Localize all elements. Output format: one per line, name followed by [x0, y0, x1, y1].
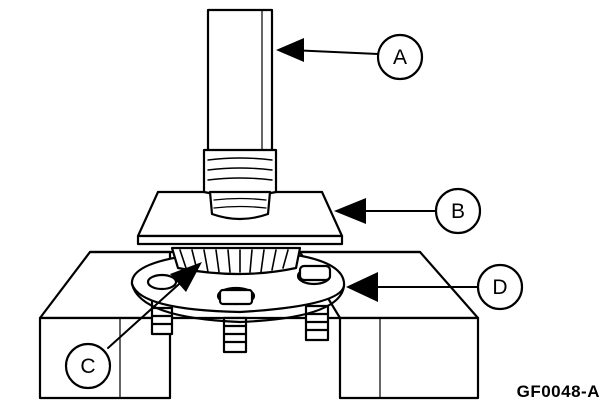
callout-a [376, 33, 424, 81]
figure-id: GF0048-A [516, 382, 600, 401]
callout-d-label: D [492, 276, 507, 299]
leader-b [334, 198, 438, 224]
callout-c [64, 342, 112, 390]
callout-c-label: C [80, 355, 95, 378]
leader-d [346, 272, 479, 302]
leader-a [276, 38, 379, 62]
leader-c [107, 262, 202, 349]
callout-b-label: B [451, 200, 465, 223]
callout-b [434, 187, 482, 235]
wheel-stud [222, 316, 248, 354]
callout-d [476, 263, 524, 311]
callout-a-label: A [393, 46, 407, 69]
press-ram [202, 8, 278, 221]
